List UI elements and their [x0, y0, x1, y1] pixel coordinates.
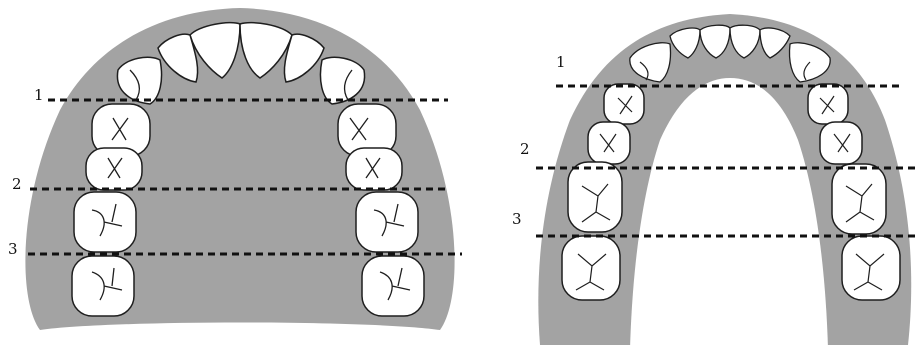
right-line-label-3: 3 [512, 212, 522, 227]
right-line-label-2: 2 [520, 142, 530, 157]
left-premolar-r2 [346, 148, 402, 190]
left-line-label-3: 3 [8, 242, 18, 257]
left-line-label-1: 1 [34, 88, 44, 103]
left-molar-l2 [72, 256, 134, 316]
left-line-label-2: 2 [12, 177, 22, 192]
left-arch [25, 8, 462, 330]
right-line-label-1: 1 [556, 55, 566, 70]
right-arch [536, 14, 920, 349]
